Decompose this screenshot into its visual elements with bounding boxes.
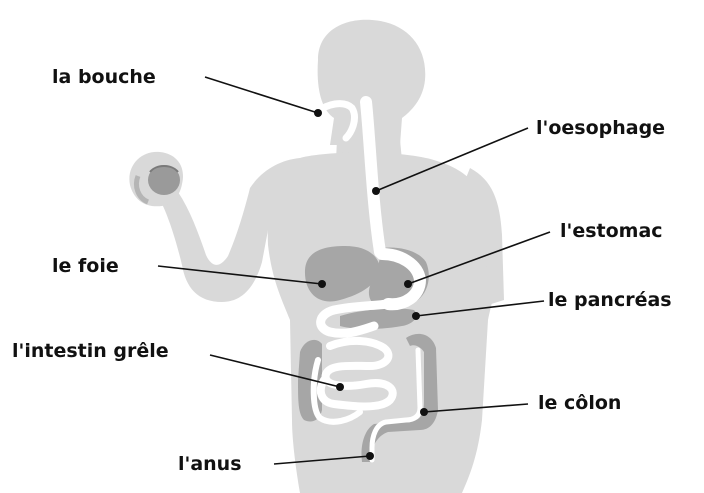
leader-mouth [205,77,318,113]
leader-dot-liver [318,280,326,288]
label-stomach: l'estomac [560,220,663,242]
leader-dot-colon [420,408,428,416]
leader-dot-anus [366,452,374,460]
leader-dot-pancreas [412,312,420,320]
label-pancreas: le pancréas [548,289,672,311]
label-liver: le foie [52,255,119,277]
leader-dot-stomach [404,280,412,288]
leader-dot-esophagus [372,187,380,195]
label-colon: le côlon [538,392,621,414]
label-esophagus: l'oesophage [536,117,665,139]
label-mouth: la bouche [52,66,156,88]
label-small-intestine: l'intestin grêle [12,340,169,362]
label-anus: l'anus [178,453,242,475]
leader-dot-small-intestine [336,383,344,391]
leader-dot-mouth [314,109,322,117]
